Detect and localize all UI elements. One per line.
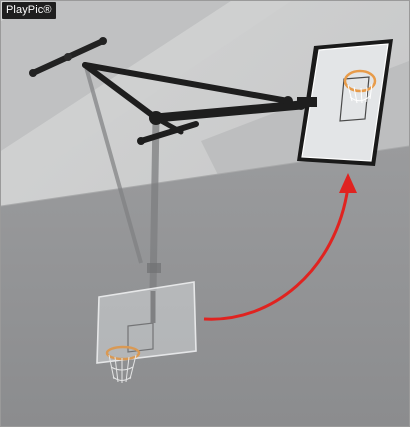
ghost-pole-collar — [147, 263, 161, 273]
playpic-watermark: PlayPic® — [2, 2, 56, 19]
scene-illustration — [1, 1, 409, 426]
photo-frame: PlayPic® — [0, 0, 410, 427]
